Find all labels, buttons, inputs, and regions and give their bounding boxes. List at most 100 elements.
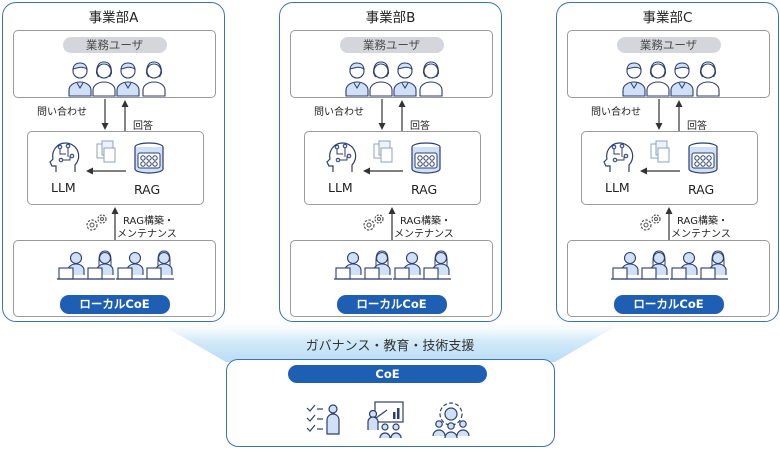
documents-icon	[650, 140, 670, 163]
division-title: 事業部B	[365, 10, 416, 26]
rag-label: RAG	[134, 182, 161, 197]
local-coe-label: ローカルCoE	[336, 295, 447, 314]
answer-arrow	[121, 100, 129, 131]
division-panel-1: 事業部A 業務ユーザ 問い合わせ 回答	[2, 2, 225, 322]
central-coe: CoE	[226, 359, 555, 447]
database-icon	[688, 142, 718, 174]
business-users-group	[345, 61, 443, 97]
answer-arrow	[675, 100, 683, 131]
llm-rag-box: LLM RAG	[304, 131, 481, 205]
division-title: 事業部C	[642, 10, 693, 26]
division-title: 事業部A	[88, 10, 139, 26]
business-users-label: 業務ユーザ	[62, 37, 167, 53]
engineer-at-laptop-icon	[640, 250, 669, 280]
documents-icon	[373, 140, 393, 163]
engineers-group	[611, 250, 728, 280]
maintenance-arrow	[111, 207, 119, 240]
llm-rag-box: LLM RAG	[27, 131, 204, 205]
query-label: 問い合わせ	[37, 107, 87, 118]
rag-to-llm-arrow	[640, 167, 680, 175]
engineer-at-laptop-icon	[334, 251, 363, 280]
engineer-at-laptop-icon	[145, 250, 174, 280]
engineers-group	[57, 250, 174, 280]
query-label: 問い合わせ	[591, 107, 641, 118]
business-users-box: 業務ユーザ	[567, 30, 770, 98]
support-label: ガバナンス・教育・技術支援	[305, 339, 475, 354]
rag-to-llm-arrow	[86, 167, 126, 175]
business-user-icon	[670, 62, 694, 97]
maintenance-label-line1: RAG構築・	[400, 216, 451, 227]
business-user-icon	[68, 62, 92, 97]
maintenance-label-line1: RAG構築・	[677, 216, 728, 227]
gears-icon	[363, 214, 384, 231]
maintenance-label-line1: RAG構築・	[123, 216, 174, 227]
query-arrow	[378, 99, 386, 130]
local-coe-label: ローカルCoE	[613, 295, 724, 314]
llm-rag-box: LLM RAG	[581, 131, 758, 205]
query-label: 問い合わせ	[314, 107, 364, 118]
llm-label: LLM	[605, 180, 630, 195]
business-users-label: 業務ユーザ	[616, 37, 721, 53]
ai-brain-icon	[603, 142, 634, 172]
llm-label: LLM	[51, 180, 76, 195]
engineer-at-laptop-icon	[57, 251, 86, 280]
local-coe-box: ローカルCoE	[290, 240, 493, 317]
maintenance-label-line2: メンテナンス	[117, 229, 177, 240]
business-user-icon	[419, 61, 443, 97]
business-user-icon	[345, 62, 369, 97]
engineer-at-laptop-icon	[86, 250, 115, 280]
engineers-group	[334, 250, 451, 280]
engineer-at-laptop-icon	[670, 251, 699, 280]
business-user-icon	[92, 61, 116, 97]
answer-arrow	[398, 100, 406, 131]
maintenance-arrow	[665, 207, 673, 240]
business-user-icon	[369, 61, 393, 97]
checklist-person-icon	[306, 404, 340, 435]
answer-label: 回答	[133, 121, 153, 132]
rag-to-llm-arrow	[363, 167, 403, 175]
business-user-icon	[116, 62, 140, 97]
query-arrow	[101, 99, 109, 130]
business-user-icon	[646, 61, 670, 97]
business-users-label: 業務ユーザ	[339, 37, 444, 53]
business-users-box: 業務ユーザ	[290, 30, 493, 98]
gears-icon	[640, 214, 661, 231]
business-users-group	[622, 61, 720, 97]
engineer-at-laptop-icon	[116, 251, 145, 280]
maintenance-label-line2: メンテナンス	[671, 229, 731, 240]
documents-icon	[96, 140, 116, 163]
ai-brain-icon	[49, 142, 80, 172]
division-panel-3: 事業部C 業務ユーザ 問い合わせ 回答	[556, 2, 779, 322]
rag-label: RAG	[688, 182, 715, 197]
business-users-box: 業務ユーザ	[13, 30, 216, 98]
business-user-icon	[142, 61, 166, 97]
business-user-icon	[696, 61, 720, 97]
query-arrow	[655, 99, 663, 130]
answer-label: 回答	[410, 121, 430, 132]
business-users-group	[68, 61, 166, 97]
answer-label: 回答	[687, 121, 707, 132]
business-user-icon	[393, 62, 417, 97]
coe-label: CoE	[288, 365, 487, 383]
rag-label: RAG	[411, 182, 438, 197]
tech-support-icon	[432, 402, 470, 439]
local-coe-label: ローカルCoE	[59, 295, 170, 314]
engineer-at-laptop-icon	[611, 251, 640, 280]
maintenance-label-line2: メンテナンス	[394, 229, 454, 240]
database-icon	[411, 142, 441, 174]
ai-brain-icon	[326, 142, 357, 172]
maintenance-arrow	[388, 207, 396, 240]
local-coe-box: ローカルCoE	[567, 240, 770, 317]
engineer-at-laptop-icon	[422, 250, 451, 280]
gears-icon	[86, 214, 107, 231]
local-coe-box: ローカルCoE	[13, 240, 216, 317]
database-icon	[134, 142, 164, 174]
presentation-icon	[367, 401, 404, 439]
llm-label: LLM	[328, 180, 353, 195]
engineer-at-laptop-icon	[393, 251, 422, 280]
engineer-at-laptop-icon	[363, 250, 392, 280]
division-panel-2: 事業部B 業務ユーザ 問い合わせ 回答	[279, 2, 502, 322]
business-user-icon	[622, 62, 646, 97]
engineer-at-laptop-icon	[699, 250, 728, 280]
